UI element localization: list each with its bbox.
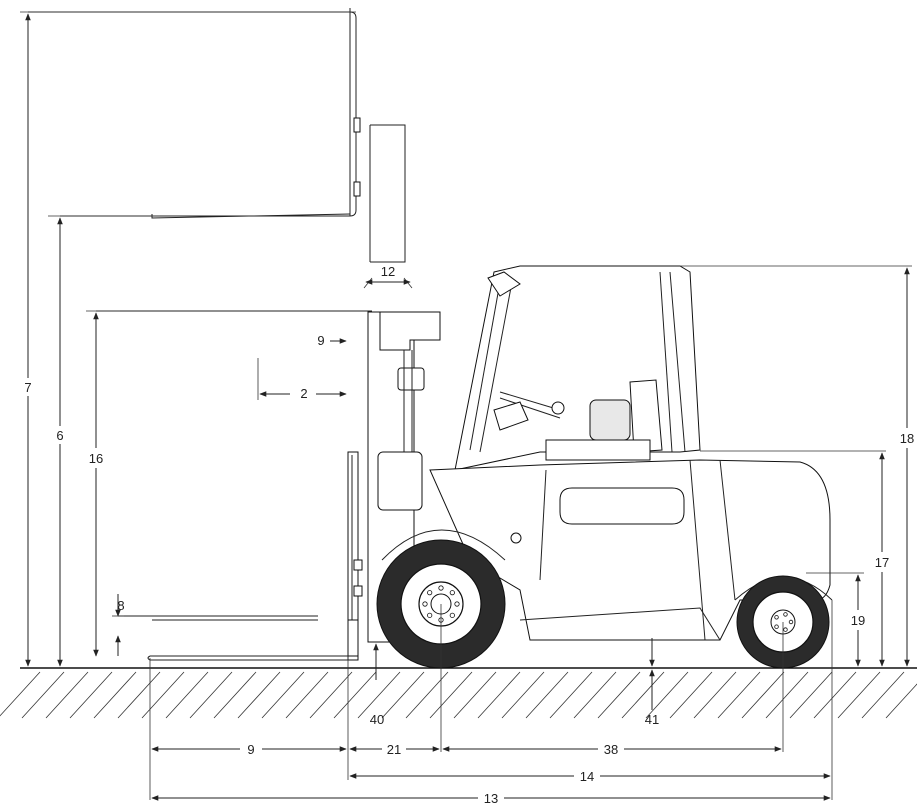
ground-hatch-line [141,671,185,719]
ground-hatch-line [357,671,401,719]
ground-hatch-line [789,671,833,719]
ground-hatch-line [117,671,161,719]
wheel-bolt [427,590,433,596]
dim-label-40: 40 [370,712,384,727]
raised-load-outline [28,8,406,263]
dim-label-12: 12 [381,264,395,279]
ground-hatch-line [717,671,761,719]
wheel-bolt [788,619,794,625]
ground-hatch-line [621,671,665,719]
ground-hatch-line [405,671,449,719]
ground-hatch-line [237,671,281,719]
dim-label-14: 14 [580,769,594,784]
ground-hatch-line [285,671,329,719]
dim-label-9-fork: 9 [317,333,324,348]
ground-hatch-line [741,671,785,719]
wheel-bolt [427,612,433,618]
ground-hatch-line [0,671,41,717]
ground-hatch-line [525,671,569,719]
ground-hatch-line [453,671,497,719]
ground-hatch-line [261,671,305,719]
ground-hatch-line [597,671,641,719]
ground-hatch-line [573,671,617,719]
dim-label-9-overhang: 9 [247,742,254,757]
dim-label-21: 21 [387,742,401,757]
wheel-bolt [454,601,460,607]
ground-hatch-line [765,671,809,719]
ground-hatch-line [93,671,137,719]
ground-hatch-line [21,671,65,719]
ground-hatch-line [309,671,353,719]
ground-hatch-line [669,671,713,719]
dim-label-17: 17 [875,555,889,570]
ground-hatch-line [645,671,689,719]
ground-hatch-line [213,671,257,719]
wheel-bolt [438,585,444,591]
wheel-bolt [783,627,788,632]
wheel-bolt [774,624,779,629]
ground-hatch-line [861,671,905,719]
ground-hatch-line [45,671,89,719]
wheel-bolt [422,601,428,607]
dim-label-41: 41 [645,712,659,727]
wheel-bolt [783,612,788,617]
ground-hatch-line [693,671,737,719]
dimension-lines [20,11,912,801]
ground-hatch-line [813,671,857,719]
dim-label-2: 2 [300,386,307,401]
wheel-bolt [449,612,455,618]
ground-hatch-line [549,671,593,719]
ground [0,667,917,719]
dim-label-38: 38 [604,742,618,757]
dim-label-16: 16 [89,451,103,466]
ground-hatch-line [69,671,113,719]
lowered-load-outline [96,310,372,621]
ground-hatch-line [333,671,377,719]
wheel-bolt [774,615,779,620]
ground-hatch-line [477,671,521,719]
dim-label-7: 7 [24,380,31,395]
ground-hatch-line [189,671,233,719]
cab [454,265,701,471]
dim-label-6: 6 [56,428,63,443]
ground-hatch-line [429,671,473,719]
ground-hatch-line [165,671,209,719]
dim-label-8: 8 [117,598,124,613]
dim-label-18: 18 [900,431,914,446]
ground-hatch-line [381,671,425,719]
ground-hatch-line [837,671,881,719]
wheel-bolt [449,590,455,596]
ground-hatch-line [885,683,917,719]
dimension-labels: 7 6 16 8 2 9 12 18 17 19 40 41 9 21 38 1… [24,264,914,806]
dim-label-13: 13 [484,791,498,805]
ground-hatch-line [501,671,545,719]
dim-label-19: 19 [851,613,865,628]
